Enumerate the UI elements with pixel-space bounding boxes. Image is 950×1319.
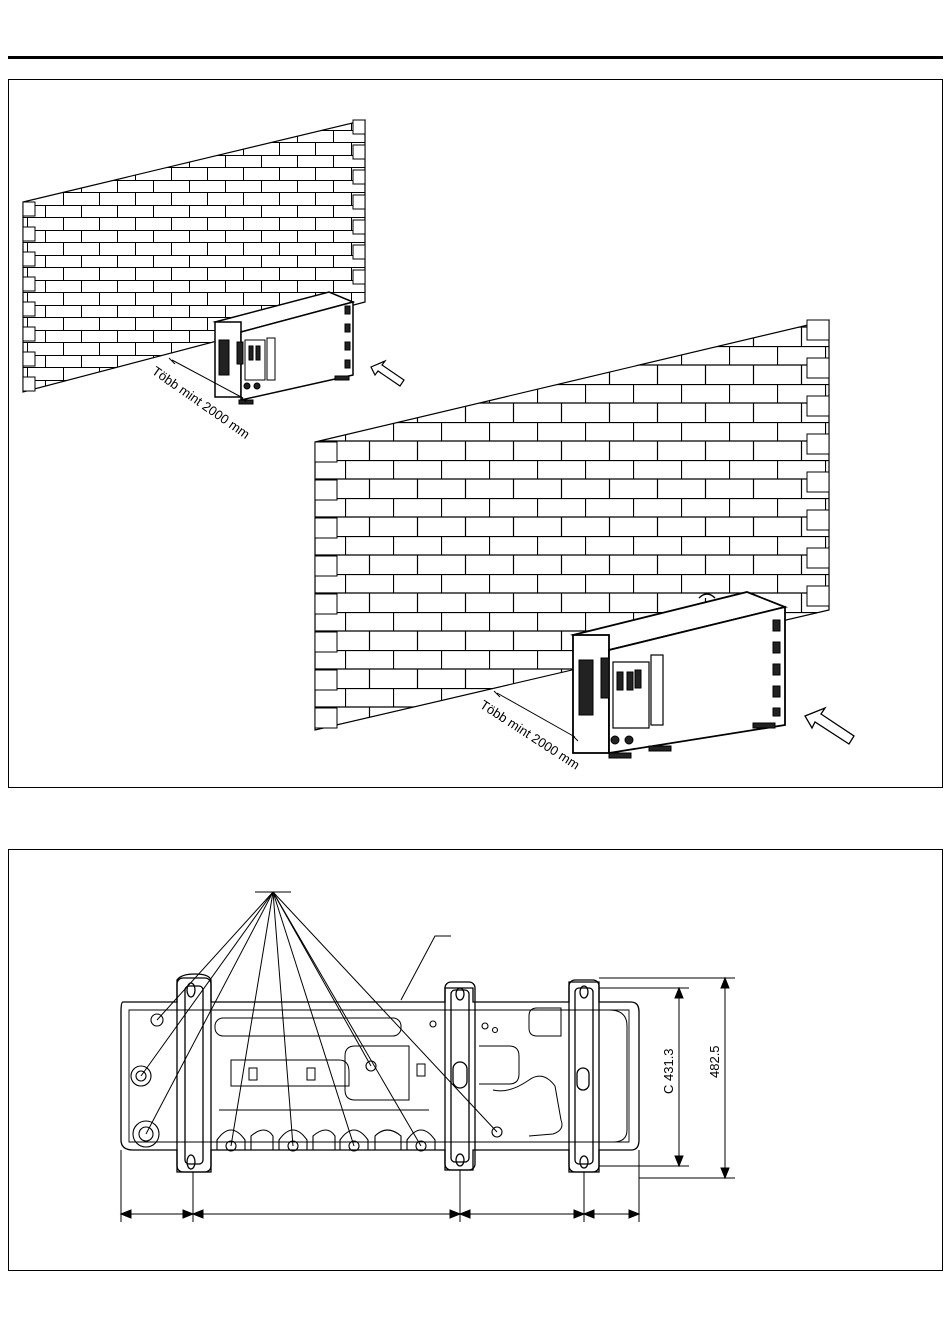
- drain-hole-leaders: [141, 892, 497, 1146]
- mounting-rail-right: [569, 980, 599, 1172]
- outer-height-label: 482.5: [707, 1045, 722, 1078]
- width-dimensions: [121, 1150, 639, 1222]
- clearance-illustration: Több mint 2000 mm: [9, 80, 944, 789]
- clearance-label-large: Több mint 2000 mm: [477, 697, 582, 773]
- base-pan-ribs: [215, 1008, 627, 1142]
- airflow-arrow-icon-large: [805, 708, 854, 744]
- inner-height-label: C 431.3: [661, 1048, 676, 1094]
- drain-holes: [131, 1014, 502, 1151]
- base-pan-leader: [401, 936, 451, 1000]
- airflow-arrow-icon: [371, 361, 404, 386]
- mounting-rail-left: [177, 978, 211, 1172]
- header-rule: [8, 56, 943, 59]
- base-plan-drawing: C 431.3 482.5: [9, 850, 944, 1272]
- clearance-illustration-panel: Több mint 2000 mm: [8, 79, 943, 788]
- base-plan-panel: C 431.3 482.5: [8, 849, 943, 1271]
